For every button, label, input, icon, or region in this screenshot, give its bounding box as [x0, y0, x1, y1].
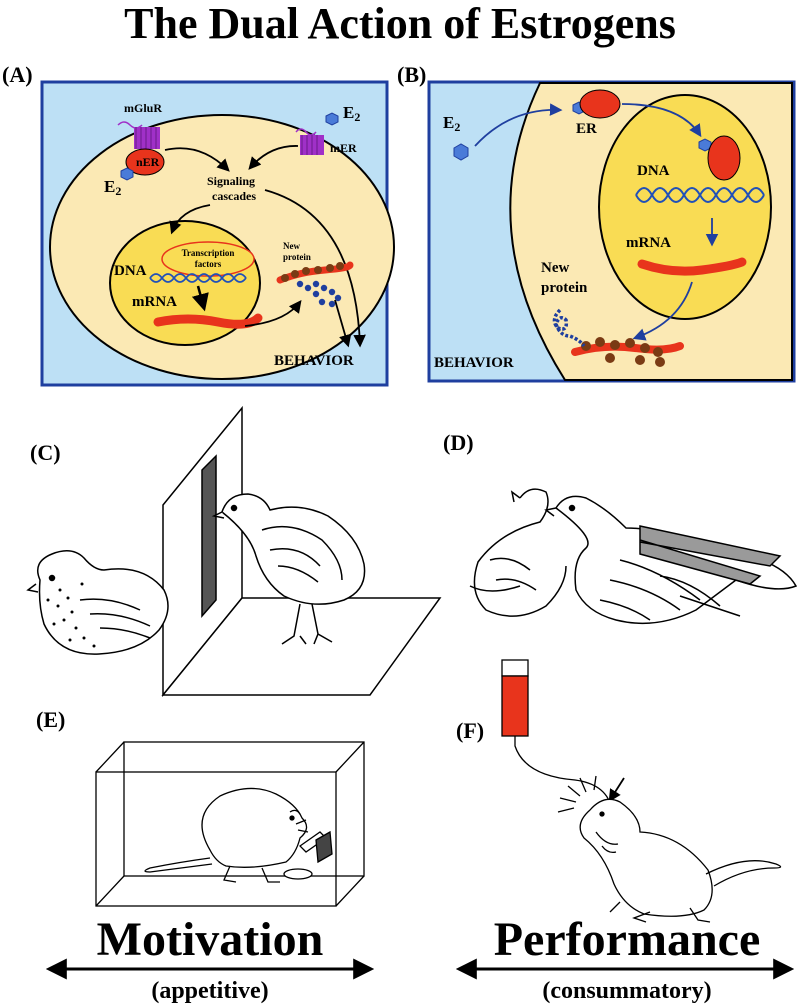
panel-label-d: (D) [443, 430, 474, 455]
transcription-label: Transcription [182, 248, 235, 258]
arrow-mer-to-signaling [248, 145, 299, 170]
dna-label-b: DNA [637, 163, 670, 179]
ner-label: nER [136, 155, 160, 169]
panel-a: mGluR nER E2 E2 mER Signaling cascades T… [40, 80, 395, 387]
panel-label-e: (E) [36, 707, 65, 732]
er-receptor [579, 89, 621, 119]
arrow-dna-to-mrna [191, 285, 209, 312]
arrow-mrna-to-protein-b [632, 281, 693, 341]
panel-b: E2 ER DNA mRNA New protein BEHAVIOR [427, 80, 796, 383]
mglur-receptor [117, 121, 160, 155]
panel-c-quail-illustration [26, 405, 442, 698]
panel-label-f: (F) [456, 718, 484, 743]
performance-label: Performance [494, 913, 761, 966]
infusion-syringe [501, 659, 612, 807]
test-chamber [95, 741, 365, 907]
e2-label-left: E2 [104, 177, 121, 198]
e2-molecule-left [120, 167, 134, 181]
e2-molecule-right [325, 112, 339, 126]
arrow-signaling-to-nucleus [169, 204, 211, 235]
ner-receptor [125, 148, 165, 176]
mer-receptor [295, 128, 324, 155]
e2-label-right: E2 [343, 103, 360, 124]
new-label-b: New [541, 260, 569, 276]
behavior-label-a: BEHAVIOR [274, 353, 354, 369]
rat-e [144, 787, 309, 883]
mrna-label-a: mRNA [132, 294, 177, 310]
mrna-strand-b [637, 257, 747, 276]
cascades-label: cascades [212, 189, 256, 203]
food-dish [283, 868, 313, 880]
rat-f [557, 775, 782, 923]
panel-label-c: (C) [30, 440, 61, 465]
motivation-label: Motivation [97, 913, 324, 966]
protein-label-b: protein [541, 280, 588, 296]
panel-label-a: (A) [2, 62, 33, 87]
new-protein-b [552, 308, 684, 367]
behavior-label-b: BEHAVIOR [434, 355, 514, 371]
figure-title: The Dual Action of Estrogens [124, 0, 676, 48]
new-label-a: New [283, 241, 300, 251]
floor [161, 597, 442, 696]
quail-female-d [469, 488, 567, 617]
quail-male-d [544, 495, 798, 625]
er-in-nucleus [707, 135, 741, 181]
mrna-strand-a [153, 313, 263, 329]
arrow-protein-to-behavior [334, 299, 352, 348]
mrna-label-b: mRNA [626, 235, 671, 251]
arrow-mrna-to-protein [244, 299, 302, 327]
arrow-signaling-to-behavior [264, 189, 366, 348]
quail-right [211, 493, 366, 645]
quail-left [26, 550, 169, 655]
signaling-label: Signaling [207, 174, 255, 188]
panel-b-nucleus [598, 94, 772, 320]
dna-label-a: DNA [114, 263, 147, 279]
mer-label: mER [330, 141, 357, 155]
arrow-e2-to-er [474, 103, 563, 147]
infusion-arrow [608, 777, 625, 803]
consummatory-label: (consummatory) [542, 978, 711, 1004]
mglur-label: mGluR [124, 101, 162, 115]
factors-label: factors [195, 259, 222, 269]
appetitive-label: (appetitive) [151, 978, 268, 1004]
arrow-ner-to-signaling [164, 147, 230, 172]
e2-label-b: E2 [443, 113, 460, 134]
protein-label-a: protein [283, 252, 311, 262]
panel-e-rat-box-illustration [95, 741, 365, 907]
partition-window [201, 454, 217, 618]
panel-f-rat-infusion-illustration [501, 659, 782, 923]
er-label: ER [576, 121, 597, 137]
arrow-er-to-nucleus [621, 103, 702, 138]
lever [298, 830, 333, 864]
panel-d-mating-quail-illustration [469, 488, 798, 625]
e2-molecule-b [453, 143, 469, 161]
new-protein-a [276, 261, 354, 308]
panel-label-b: (B) [397, 62, 426, 87]
